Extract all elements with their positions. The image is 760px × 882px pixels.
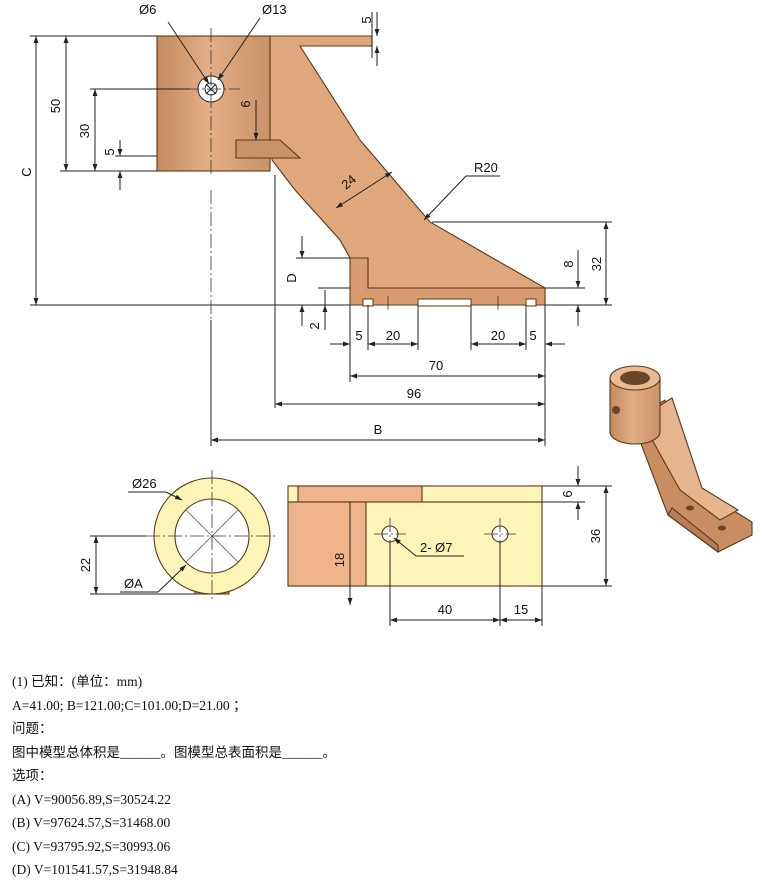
dim-holes: 2- Ø7: [420, 540, 453, 555]
dim-5a: 5: [355, 328, 362, 343]
technical-drawing: C 50 30 5 5 6 Ø6 Ø13 24 R20 32: [19, 2, 753, 626]
options-label: 选项：: [12, 768, 53, 783]
dim-d26: Ø26: [132, 476, 157, 491]
option-a[interactable]: (A) V=90056.89,S=30524.22: [12, 791, 171, 807]
dim-6-right: 6: [560, 490, 575, 497]
dim-2: 2: [307, 322, 322, 329]
dim-70: 70: [429, 358, 443, 373]
dim-d13: Ø13: [262, 2, 287, 17]
dim-36: 36: [588, 529, 603, 543]
dim-5-top: 5: [359, 16, 374, 23]
question-text: 图中模型总体积是______。图模型总表面积是______。: [12, 744, 336, 760]
top-view: [146, 470, 543, 602]
dim-d6: Ø6: [139, 2, 156, 17]
dim-20a: 20: [386, 328, 400, 343]
question-block: (1) 已知：(单位：mm) A=41.00; B=121.00;C=101.0…: [12, 670, 752, 882]
dim-22: 22: [78, 558, 93, 572]
dim-D: D: [284, 273, 299, 282]
dim-dA: ØA: [124, 576, 143, 591]
option-c[interactable]: (C) V=93795.92,S=30993.06: [12, 838, 171, 854]
option-d[interactable]: (D) V=101541.57,S=31948.84: [12, 862, 178, 877]
dim-30: 30: [77, 124, 92, 138]
question-values: A=41.00; B=121.00;C=101.00;D=21.00 ；: [12, 697, 247, 713]
dim-B: B: [374, 422, 383, 437]
dim-5-left: 5: [102, 148, 117, 155]
dim-C: C: [19, 167, 34, 176]
isometric-view: [609, 365, 753, 554]
dim-32: 32: [589, 257, 604, 271]
rib-section: [287, 501, 367, 587]
question-given: (1) 已知：(单位：mm): [12, 674, 143, 689]
dim-5b: 5: [529, 328, 536, 343]
dim-96: 96: [407, 386, 421, 401]
dim-8: 8: [561, 260, 576, 267]
dim-6-hole: 6: [238, 100, 253, 107]
question-label: 问题：: [12, 721, 53, 736]
dim-18: 18: [332, 553, 347, 567]
arm-body: [235, 35, 546, 306]
front-dimensions: C 50 30 5 5 6 Ø6 Ø13 24 R20 32: [19, 2, 612, 446]
dim-15: 15: [514, 602, 528, 617]
dim-20b: 20: [491, 328, 505, 343]
dim-50: 50: [48, 99, 63, 113]
option-b[interactable]: (B) V=97624.57,S=31468.00: [12, 815, 171, 830]
top-dimensions: 22 Ø26 ØA 18 2- Ø7 36 6 40 15: [78, 466, 612, 626]
dim-40: 40: [438, 602, 452, 617]
dim-R20: R20: [474, 160, 498, 175]
